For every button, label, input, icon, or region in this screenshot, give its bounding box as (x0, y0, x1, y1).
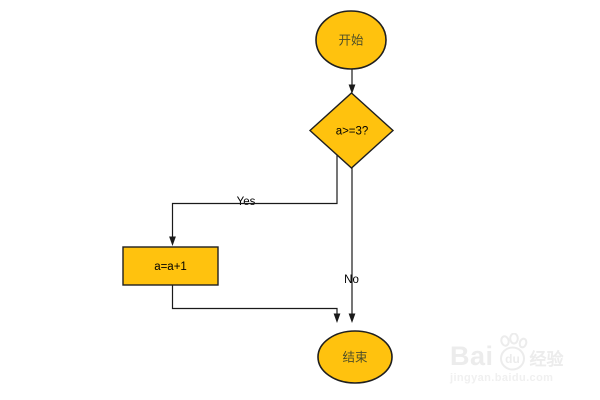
watermark-paw-text: du (505, 352, 520, 366)
watermark-brand-suffix: 经验 (529, 350, 564, 369)
end-node-label: 结束 (342, 351, 368, 365)
process-node-label: a=a+1 (154, 261, 187, 273)
arrowhead-into-process (169, 236, 176, 246)
watermark-brand-row: Bai du 经验 (450, 333, 580, 371)
start-node-label: 开始 (338, 34, 364, 48)
arrowhead-into-decision (348, 84, 356, 94)
baidu-paw-icon: du (499, 333, 527, 371)
start-node (315, 10, 387, 70)
edge-label-yes: Yes (237, 196, 256, 208)
arrowhead-process-into-end (333, 313, 341, 323)
edge-process-to-end (171, 285, 338, 314)
decision-node-label: a>=3? (336, 126, 369, 138)
process-node (122, 246, 219, 286)
baidu-watermark: Bai du 经验 jingyan.baidu.com (450, 333, 580, 384)
end-node (317, 330, 393, 384)
edge-decision-to-process-yes (171, 150, 338, 237)
arrowhead-no-into-end (348, 313, 356, 323)
decision-node (308, 92, 395, 169)
watermark-url: jingyan.baidu.com (450, 372, 554, 384)
watermark-brand-text: Bai (450, 341, 494, 371)
